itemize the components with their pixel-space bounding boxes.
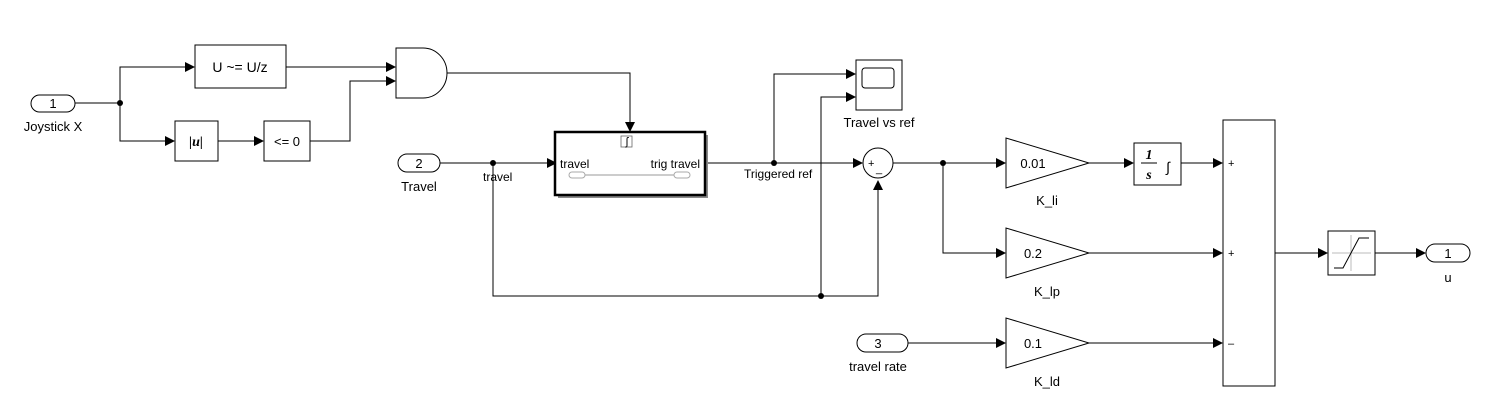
compare-text: <= 0 xyxy=(274,134,300,149)
subsystem-in-port-label: travel xyxy=(560,157,589,171)
subsystem-out-port-label: trig travel xyxy=(651,157,700,171)
sum2-sign-1: + xyxy=(1228,158,1234,170)
gain-block-k-lp[interactable]: 0.2 K_lp xyxy=(1005,227,1091,299)
triggered-subsystem-block[interactable]: ʃ travel trig travel xyxy=(553,130,708,198)
inport-travel[interactable]: 2 Travel xyxy=(397,153,441,194)
signal-label-travel: travel xyxy=(483,170,512,184)
signal-label-triggered-ref: Triggered ref xyxy=(744,167,813,181)
trigger-symbol: ʃ xyxy=(625,136,630,148)
sum-block-control[interactable]: + + – xyxy=(1222,119,1276,387)
inport-label: Travel xyxy=(401,179,437,194)
trigger-port-icon xyxy=(620,135,633,148)
inport-number: 3 xyxy=(874,336,881,351)
scope-label: Travel vs ref xyxy=(843,115,914,130)
outport-label: u xyxy=(1444,270,1451,285)
gain-block-k-li[interactable]: 0.01 K_li xyxy=(1005,137,1091,208)
arrowheads xyxy=(165,62,1426,348)
integrator-block[interactable]: 1 s ∫ xyxy=(1133,142,1182,186)
integrator-symbol: ∫ xyxy=(1165,159,1171,175)
inport-label: travel rate xyxy=(849,359,907,374)
saturation-curve-icon xyxy=(1334,237,1369,269)
logical-and-block[interactable] xyxy=(395,47,448,99)
gain-label: K_lp xyxy=(1034,284,1060,299)
scope-block[interactable]: Travel vs ref xyxy=(843,59,915,130)
sum2-sign-3: – xyxy=(1228,338,1235,350)
compare-to-zero-block[interactable]: <= 0 xyxy=(263,120,311,162)
sum1-sign-minus: _ xyxy=(875,163,883,175)
wires xyxy=(75,66,1418,344)
inport-number: 2 xyxy=(415,156,422,171)
branch-points xyxy=(117,100,946,299)
scope-screen-icon xyxy=(861,67,895,89)
gain-label: K_li xyxy=(1036,193,1058,208)
inport-label: Joystick X xyxy=(24,119,83,134)
integrator-denominator: s xyxy=(1145,168,1152,183)
gain-value: 0.01 xyxy=(1020,156,1045,171)
saturation-block[interactable] xyxy=(1327,230,1376,276)
detect-change-block[interactable]: U ~= U/z xyxy=(194,44,287,89)
sum2-sign-2: + xyxy=(1228,248,1234,260)
inport-travel-rate[interactable]: 3 travel rate xyxy=(849,333,909,374)
sum1-sign-plus: + xyxy=(868,158,874,170)
gain-value: 0.1 xyxy=(1024,336,1042,351)
outport-u[interactable]: 1 u xyxy=(1425,243,1471,285)
gain-value: 0.2 xyxy=(1024,246,1042,261)
gain-block-k-ld[interactable]: 0.1 K_ld xyxy=(1005,317,1091,389)
inport-number: 1 xyxy=(49,96,56,111)
detect-change-text: U ~= U/z xyxy=(212,59,267,75)
sum-block-error[interactable]: + _ xyxy=(862,147,894,179)
subsystem-preview-port-out xyxy=(673,171,691,179)
outport-number: 1 xyxy=(1444,246,1451,261)
abs-text: |u| xyxy=(189,135,203,150)
integrator-numerator: 1 xyxy=(1146,148,1153,163)
inport-joystick-x[interactable]: 1 Joystick X xyxy=(24,94,83,134)
gain-label: K_ld xyxy=(1034,374,1060,389)
abs-block[interactable]: |u| xyxy=(174,120,219,162)
subsystem-preview-port-in xyxy=(568,171,586,179)
